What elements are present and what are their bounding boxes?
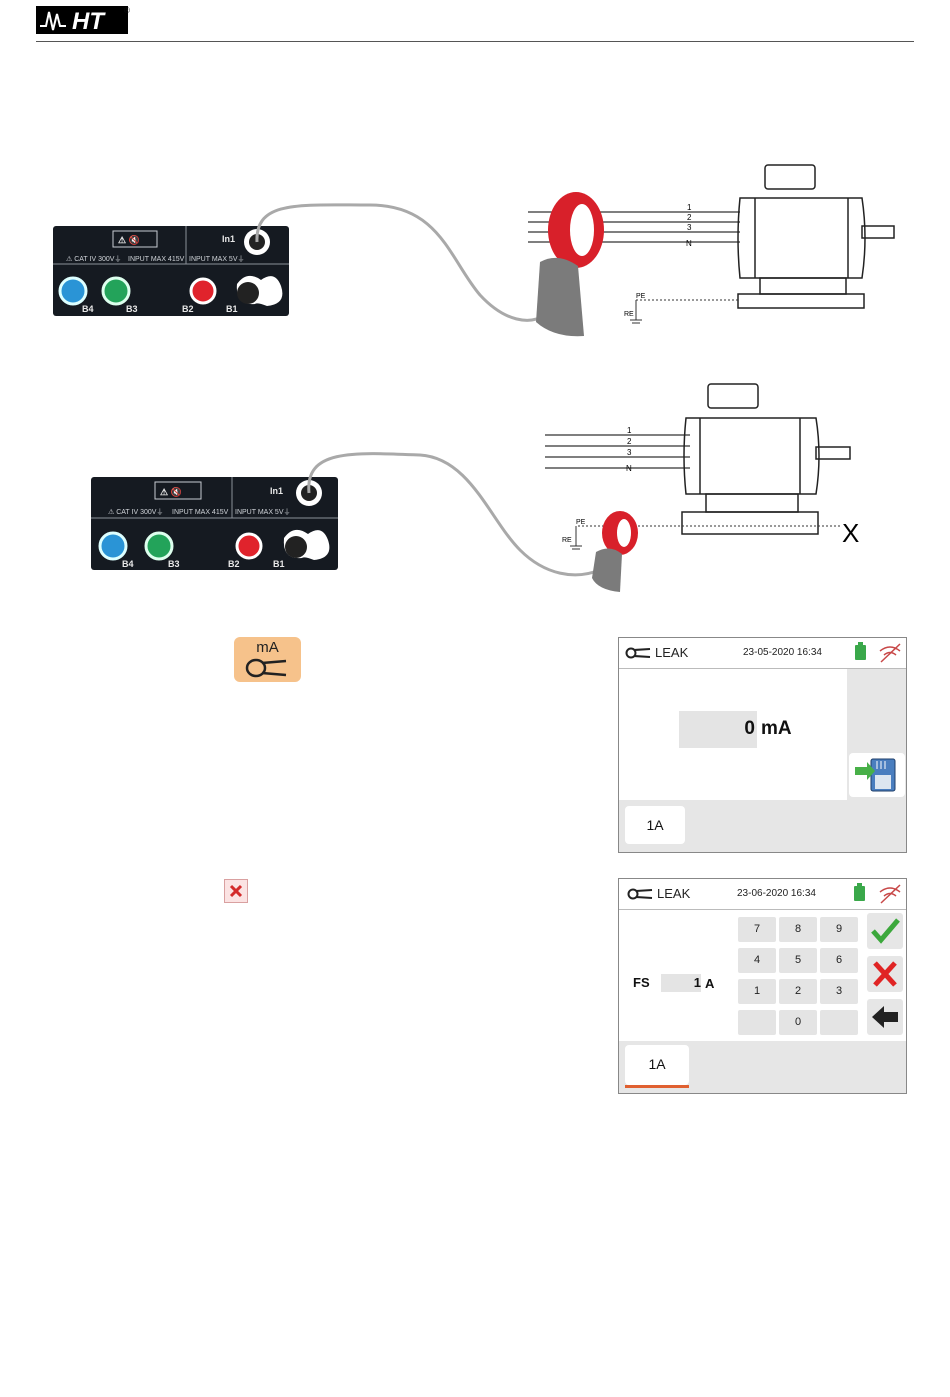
backspace-button[interactable]	[867, 999, 903, 1035]
terminal-b3	[146, 533, 172, 559]
tab-range[interactable]: 1A	[625, 806, 685, 844]
leak-screen-1: LEAK 23-05-2020 16:34 0 mA 1A	[618, 637, 907, 853]
clamp-icon	[625, 647, 651, 659]
brand-text: HT	[72, 8, 106, 34]
wifi-off-icon	[877, 643, 903, 663]
diagram-2: ⚠ 🔇 ⚠ CAT IV 300V⏚ INPUT MAX 415V INPUT …	[0, 380, 950, 600]
key-7[interactable]: 7	[738, 917, 776, 942]
ht-logo: HT	[36, 6, 128, 34]
current-clamp-handle	[592, 548, 622, 592]
clamp-icon	[627, 888, 653, 900]
line-label-3: 3	[627, 448, 632, 457]
terminal-b4	[60, 278, 86, 304]
registered-mark: ®	[124, 6, 130, 15]
terminal-b2	[237, 534, 261, 558]
key-1[interactable]: 1	[738, 979, 776, 1004]
panel-input-max: INPUT MAX 415V	[172, 509, 229, 516]
diagram-1: ⚠ 🔇 ⚠ CAT IV 300V⏚ INPUT MAX 415V INPUT …	[0, 150, 950, 350]
panel-in1-label: In1	[270, 486, 283, 496]
screen-title: LEAK	[657, 886, 690, 901]
fs-value: 1	[663, 975, 701, 990]
clamp-cable	[309, 454, 600, 575]
current-clamp-handle	[536, 258, 584, 336]
screen-datetime: 23-06-2020 16:34	[737, 888, 816, 899]
terminal-label-b2: B2	[182, 304, 194, 314]
panel-warning: ⚠ 🔇	[160, 486, 182, 497]
screen-title: LEAK	[655, 645, 688, 660]
screen-footer: 1A	[619, 800, 906, 852]
line-label-n: N	[626, 464, 632, 473]
screen-datetime: 23-05-2020 16:34	[743, 647, 822, 658]
terminal-b4	[100, 533, 126, 559]
save-button[interactable]	[849, 753, 905, 797]
key-2[interactable]: 2	[779, 979, 817, 1004]
key-5[interactable]: 5	[779, 948, 817, 973]
save-sd-icon	[849, 753, 905, 797]
key-3[interactable]: 3	[820, 979, 858, 1004]
terminal-label-b4: B4	[122, 559, 134, 569]
arrow-left-icon	[867, 999, 903, 1035]
cut-mark: X	[842, 518, 859, 548]
pe-label: PE	[576, 519, 586, 526]
pe-label: PE	[636, 293, 646, 300]
key-0[interactable]: 0	[779, 1010, 817, 1035]
motor-1	[738, 165, 894, 308]
key-blank-left[interactable]	[738, 1010, 776, 1035]
key-blank-right[interactable]	[820, 1010, 858, 1035]
key-4[interactable]: 4	[738, 948, 776, 973]
terminal-label-b2: B2	[228, 559, 240, 569]
cancel-icon	[224, 879, 248, 903]
re-label: RE	[562, 537, 572, 544]
terminal-b3	[103, 278, 129, 304]
re-label: RE	[624, 311, 634, 318]
terminal-label-b1: B1	[273, 559, 285, 569]
panel-input-max: INPUT MAX 415V	[128, 256, 185, 263]
leak-screen-2: LEAK 23-06-2020 16:34 FS 1 A 7 8 9 4 5 6…	[618, 878, 907, 1094]
key-8[interactable]: 8	[779, 917, 817, 942]
panel-input-in1: INPUT MAX 5V⏚	[235, 508, 291, 516]
line-label-1: 1	[627, 426, 632, 435]
panel-in1-label: In1	[222, 234, 235, 244]
terminal-label-b3: B3	[168, 559, 180, 569]
battery-icon	[855, 645, 866, 660]
screen-header: LEAK 23-06-2020 16:34	[619, 879, 906, 910]
battery-icon	[854, 886, 865, 901]
panel-cat-label: ⚠ CAT IV 300V⏚	[108, 508, 163, 516]
line-label-1: 1	[687, 203, 692, 212]
key-9[interactable]: 9	[820, 917, 858, 942]
tab-underline	[625, 1085, 689, 1088]
line-label-2: 2	[627, 437, 632, 446]
confirm-button[interactable]	[867, 913, 903, 949]
clamp-cable	[257, 205, 545, 320]
wifi-off-icon	[877, 884, 903, 904]
cancel-button[interactable]	[867, 956, 903, 992]
panel-input-in1: INPUT MAX 5V⏚	[189, 255, 245, 263]
check-icon	[867, 913, 903, 949]
terminal-label-b1: B1	[226, 304, 238, 314]
fs-label: FS	[633, 975, 650, 990]
key-6[interactable]: 6	[820, 948, 858, 973]
line-label-2: 2	[687, 213, 692, 222]
leakage-mode-icon: mA	[234, 637, 301, 682]
fs-unit: A	[705, 976, 714, 991]
panel-cat-label: ⚠ CAT IV 300V⏚	[66, 255, 121, 263]
tab-range[interactable]: 1A	[625, 1045, 689, 1085]
header-divider	[36, 41, 914, 42]
terminal-b2	[191, 279, 215, 303]
reading-value: 0	[719, 718, 755, 740]
terminal-label-b4: B4	[82, 304, 94, 314]
motor-2	[682, 384, 850, 534]
mode-icon-label: mA	[234, 639, 301, 656]
reading-unit: mA	[761, 718, 792, 740]
line-label-3: 3	[687, 223, 692, 232]
screen-header: LEAK 23-05-2020 16:34	[619, 638, 906, 669]
screen-footer: 1A	[619, 1041, 906, 1093]
terminal-label-b3: B3	[126, 304, 138, 314]
close-icon	[867, 956, 903, 992]
panel-warning: ⚠ 🔇	[118, 234, 140, 245]
line-label-n: N	[686, 239, 692, 248]
